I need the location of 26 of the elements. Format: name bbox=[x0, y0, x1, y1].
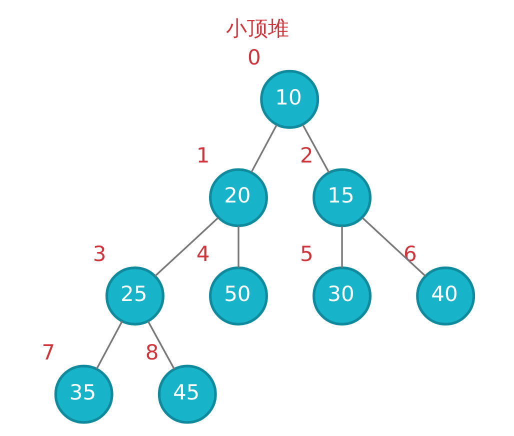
connector bbox=[302, 124, 330, 173]
connector bbox=[95, 321, 122, 370]
connector bbox=[340, 226, 342, 268]
node-circle: 35 bbox=[54, 364, 113, 424]
node-circle: 40 bbox=[416, 266, 475, 326]
connector bbox=[146, 321, 175, 370]
node-circle: 30 bbox=[312, 266, 372, 326]
node-circle: 10 bbox=[260, 70, 319, 129]
node-circle: 50 bbox=[208, 266, 268, 326]
connector bbox=[361, 217, 426, 277]
node-label: 2 bbox=[299, 144, 313, 168]
node-circle: 20 bbox=[208, 168, 268, 228]
node-circle: 25 bbox=[104, 266, 164, 326]
node-label: 0 bbox=[247, 45, 260, 70]
node-label: 8 bbox=[144, 340, 158, 364]
connector bbox=[237, 226, 239, 268]
node-label: 1 bbox=[196, 144, 210, 168]
node-label: 5 bbox=[299, 242, 313, 266]
connector bbox=[154, 217, 218, 277]
node-label: 4 bbox=[196, 242, 210, 266]
connector bbox=[250, 124, 277, 173]
node-label: 7 bbox=[41, 340, 55, 364]
node-label: 3 bbox=[92, 242, 106, 266]
node-circle: 45 bbox=[157, 364, 216, 424]
diagram-title: 小顶堆 bbox=[226, 16, 288, 41]
node-circle: 15 bbox=[312, 168, 372, 228]
